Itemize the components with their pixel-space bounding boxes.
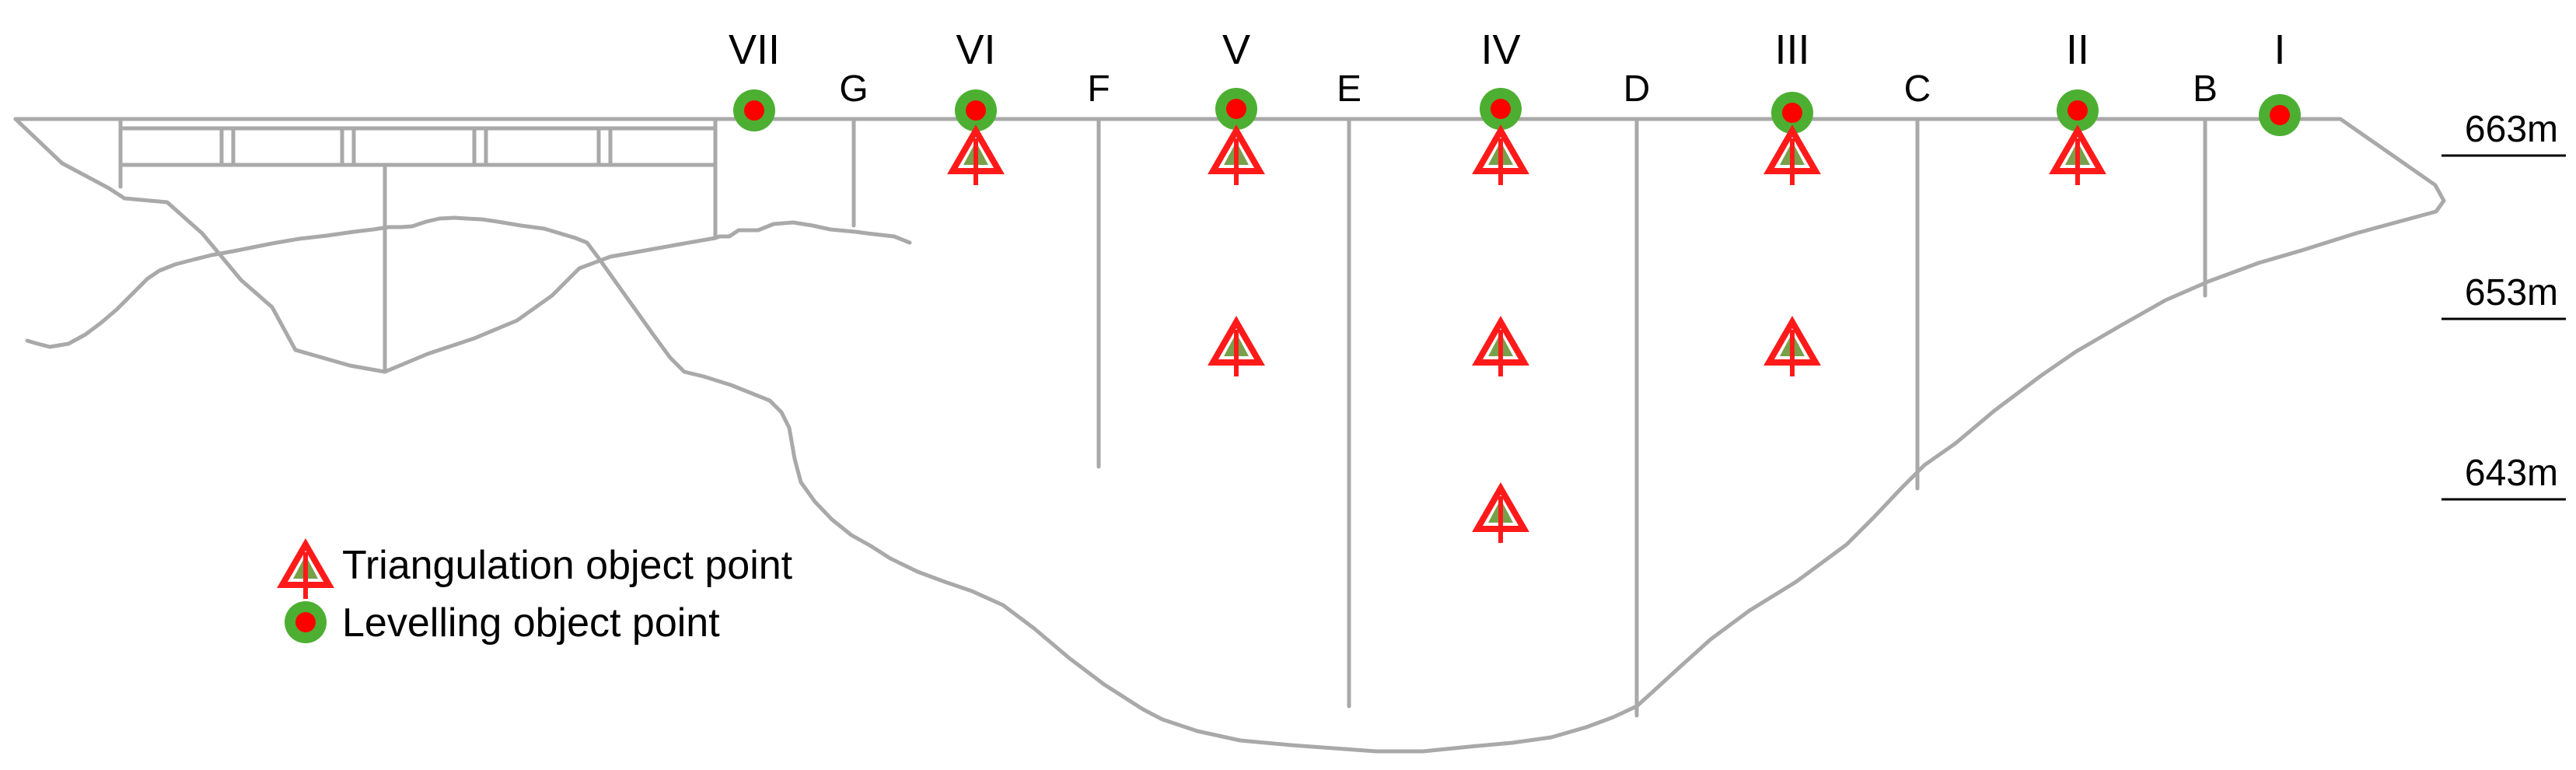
triangulation-point-icon <box>2049 124 2106 185</box>
joint-label: D <box>1624 68 1651 110</box>
triangulation-point-icon <box>1472 481 1529 543</box>
levelling-point-icon <box>2057 89 2099 131</box>
object-points <box>733 88 2301 543</box>
joint-label: F <box>1087 68 1110 110</box>
elevation-label: 663m <box>2465 109 2558 150</box>
triangulation-point-icon <box>1763 124 1821 185</box>
triangulation-point-icon <box>1763 315 1821 376</box>
triangulation-point-icon <box>947 124 1005 185</box>
section-label: VI <box>956 26 995 73</box>
joint-label: C <box>1904 68 1931 110</box>
elevation-label: 653m <box>2465 272 2558 313</box>
section-label: IV <box>1480 26 1520 73</box>
levelling-point-icon <box>733 89 775 131</box>
joint-label: G <box>839 68 868 110</box>
section-label: VII <box>729 26 780 73</box>
legend-triangulation-label: Triangulation object point <box>342 543 793 588</box>
left-abutment-profile <box>13 117 912 374</box>
levelling-point-icon <box>2259 94 2301 136</box>
triangulation-point-icon <box>1208 315 1265 376</box>
legend-triangulation-icon <box>277 537 334 599</box>
section-label: II <box>2066 26 2089 73</box>
joint-label: B <box>2193 68 2218 110</box>
legend-levelling-icon <box>285 601 327 643</box>
joint-label: E <box>1337 68 1361 110</box>
levelling-point-icon <box>1215 88 1257 130</box>
elevation-label: 643m <box>2465 453 2558 494</box>
levelling-point-icon <box>955 89 997 131</box>
triangulation-point-icon <box>1208 124 1265 185</box>
levelling-point-icon <box>1480 88 1522 130</box>
levelling-point-icon <box>1771 92 1813 134</box>
triangulation-point-icon <box>1472 124 1529 185</box>
section-label: III <box>1774 26 1809 73</box>
triangulation-point-icon <box>1472 315 1529 376</box>
section-label: V <box>1222 26 1250 73</box>
legend-levelling-label: Levelling object point <box>342 600 720 646</box>
dam-structure <box>13 117 2446 754</box>
dam-outline <box>13 117 2446 754</box>
section-label: I <box>2274 26 2285 73</box>
